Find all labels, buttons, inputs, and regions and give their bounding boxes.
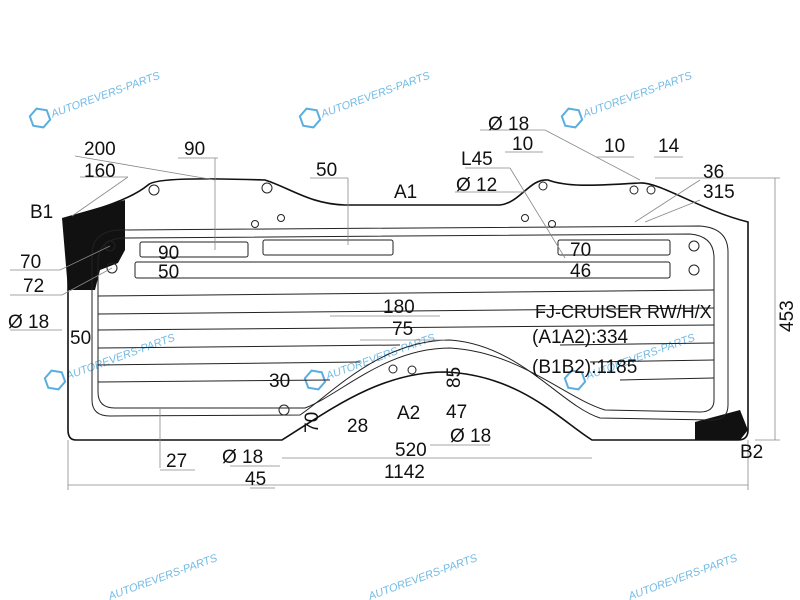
watermark-text: AUTOREVERS-PARTS bbox=[106, 552, 220, 600]
watermark-logo: AUTOREVERS-PARTS bbox=[43, 332, 177, 391]
dimension-labels: 200 160 90 50 A1 Ø 18 10 L45 Ø 12 10 14 … bbox=[8, 114, 798, 490]
dim-27: 27 bbox=[166, 451, 187, 472]
dim-hole-18-left: Ø 18 bbox=[8, 312, 49, 333]
watermark-logo: AUTOREVERS-PARTS bbox=[303, 332, 438, 391]
heating-grid-lines bbox=[97, 289, 715, 383]
watermark-text: AUTOREVERS-PARTS bbox=[49, 70, 163, 121]
watermarks: AUTOREVERS-PARTS AUTOREVERS-PARTS AUTORE… bbox=[28, 70, 740, 600]
dim-315: 315 bbox=[703, 182, 735, 203]
dim-hole-18-top: Ø 18 bbox=[488, 114, 529, 135]
model-name: FJ-CRUISER RW/H/X bbox=[535, 302, 712, 322]
dim-85: 85 bbox=[444, 367, 465, 388]
point-a1: A1 bbox=[394, 182, 417, 203]
mounting-holes bbox=[104, 181, 700, 416]
watermark-text: AUTOREVERS-PARTS bbox=[581, 70, 695, 121]
dim-453: 453 bbox=[777, 300, 798, 332]
dim-hole-18-low: Ø 18 bbox=[450, 426, 491, 447]
point-a2: A2 bbox=[397, 403, 420, 424]
dim-36: 36 bbox=[703, 162, 724, 183]
dim-hole-12: Ø 12 bbox=[456, 175, 497, 196]
dim-10-left: 10 bbox=[512, 134, 533, 155]
dim-10-right: 10 bbox=[604, 136, 625, 157]
dim-90-top: 90 bbox=[184, 139, 205, 160]
dim-520: 520 bbox=[395, 440, 427, 461]
dim-160: 160 bbox=[84, 161, 116, 182]
dim-90-inner: 90 bbox=[158, 243, 179, 264]
watermark-text: AUTOREVERS-PARTS bbox=[319, 70, 433, 121]
antenna-strip-mid bbox=[262, 239, 394, 256]
dim-47: 47 bbox=[446, 402, 467, 423]
b2-ceramic-area bbox=[695, 410, 748, 440]
dim-180: 180 bbox=[383, 297, 415, 318]
point-b2: B2 bbox=[740, 442, 763, 463]
a1a2-value: (A1A2):334 bbox=[532, 327, 629, 348]
dim-28: 28 bbox=[347, 416, 368, 437]
dim-45: 45 bbox=[245, 469, 266, 490]
dim-50-top: 50 bbox=[316, 160, 337, 181]
watermark-text: AUTOREVERS-PARTS bbox=[324, 332, 438, 383]
watermark-text: AUTOREVERS-PARTS bbox=[366, 552, 480, 600]
watermark-logo: AUTOREVERS-PARTS bbox=[560, 70, 695, 129]
dim-50-left: 50 bbox=[70, 328, 91, 349]
watermark-logo: AUTOREVERS-PARTS bbox=[298, 70, 433, 129]
dim-30: 30 bbox=[269, 371, 290, 392]
dim-70-left: 70 bbox=[20, 252, 41, 273]
dim-l45: L45 bbox=[461, 149, 493, 170]
dim-50-inner: 50 bbox=[158, 262, 179, 283]
antenna-strip-left bbox=[139, 241, 249, 258]
heating-frame bbox=[91, 225, 729, 421]
watermark-text: AUTOREVERS-PARTS bbox=[626, 552, 740, 600]
heating-frame-inner bbox=[97, 233, 715, 413]
antenna-strip bbox=[134, 261, 671, 279]
dim-72: 72 bbox=[23, 276, 44, 297]
dim-14: 14 bbox=[658, 136, 680, 157]
dim-hole-18-bottom: Ø 18 bbox=[222, 447, 263, 468]
watermark-logo: AUTOREVERS-PARTS bbox=[28, 70, 163, 129]
dimension-lines bbox=[10, 129, 780, 490]
dim-75: 75 bbox=[392, 319, 413, 340]
dim-1142: 1142 bbox=[384, 462, 425, 483]
point-b1: B1 bbox=[30, 202, 53, 223]
dim-70-low: 70 bbox=[302, 412, 323, 433]
b1b2-value: (B1B2):1185 bbox=[532, 357, 637, 378]
antenna-strip-right bbox=[557, 239, 671, 256]
glass-outline bbox=[67, 178, 749, 441]
dim-70-inner: 70 bbox=[570, 240, 591, 261]
dim-46: 46 bbox=[570, 261, 591, 282]
dim-200: 200 bbox=[84, 139, 116, 160]
